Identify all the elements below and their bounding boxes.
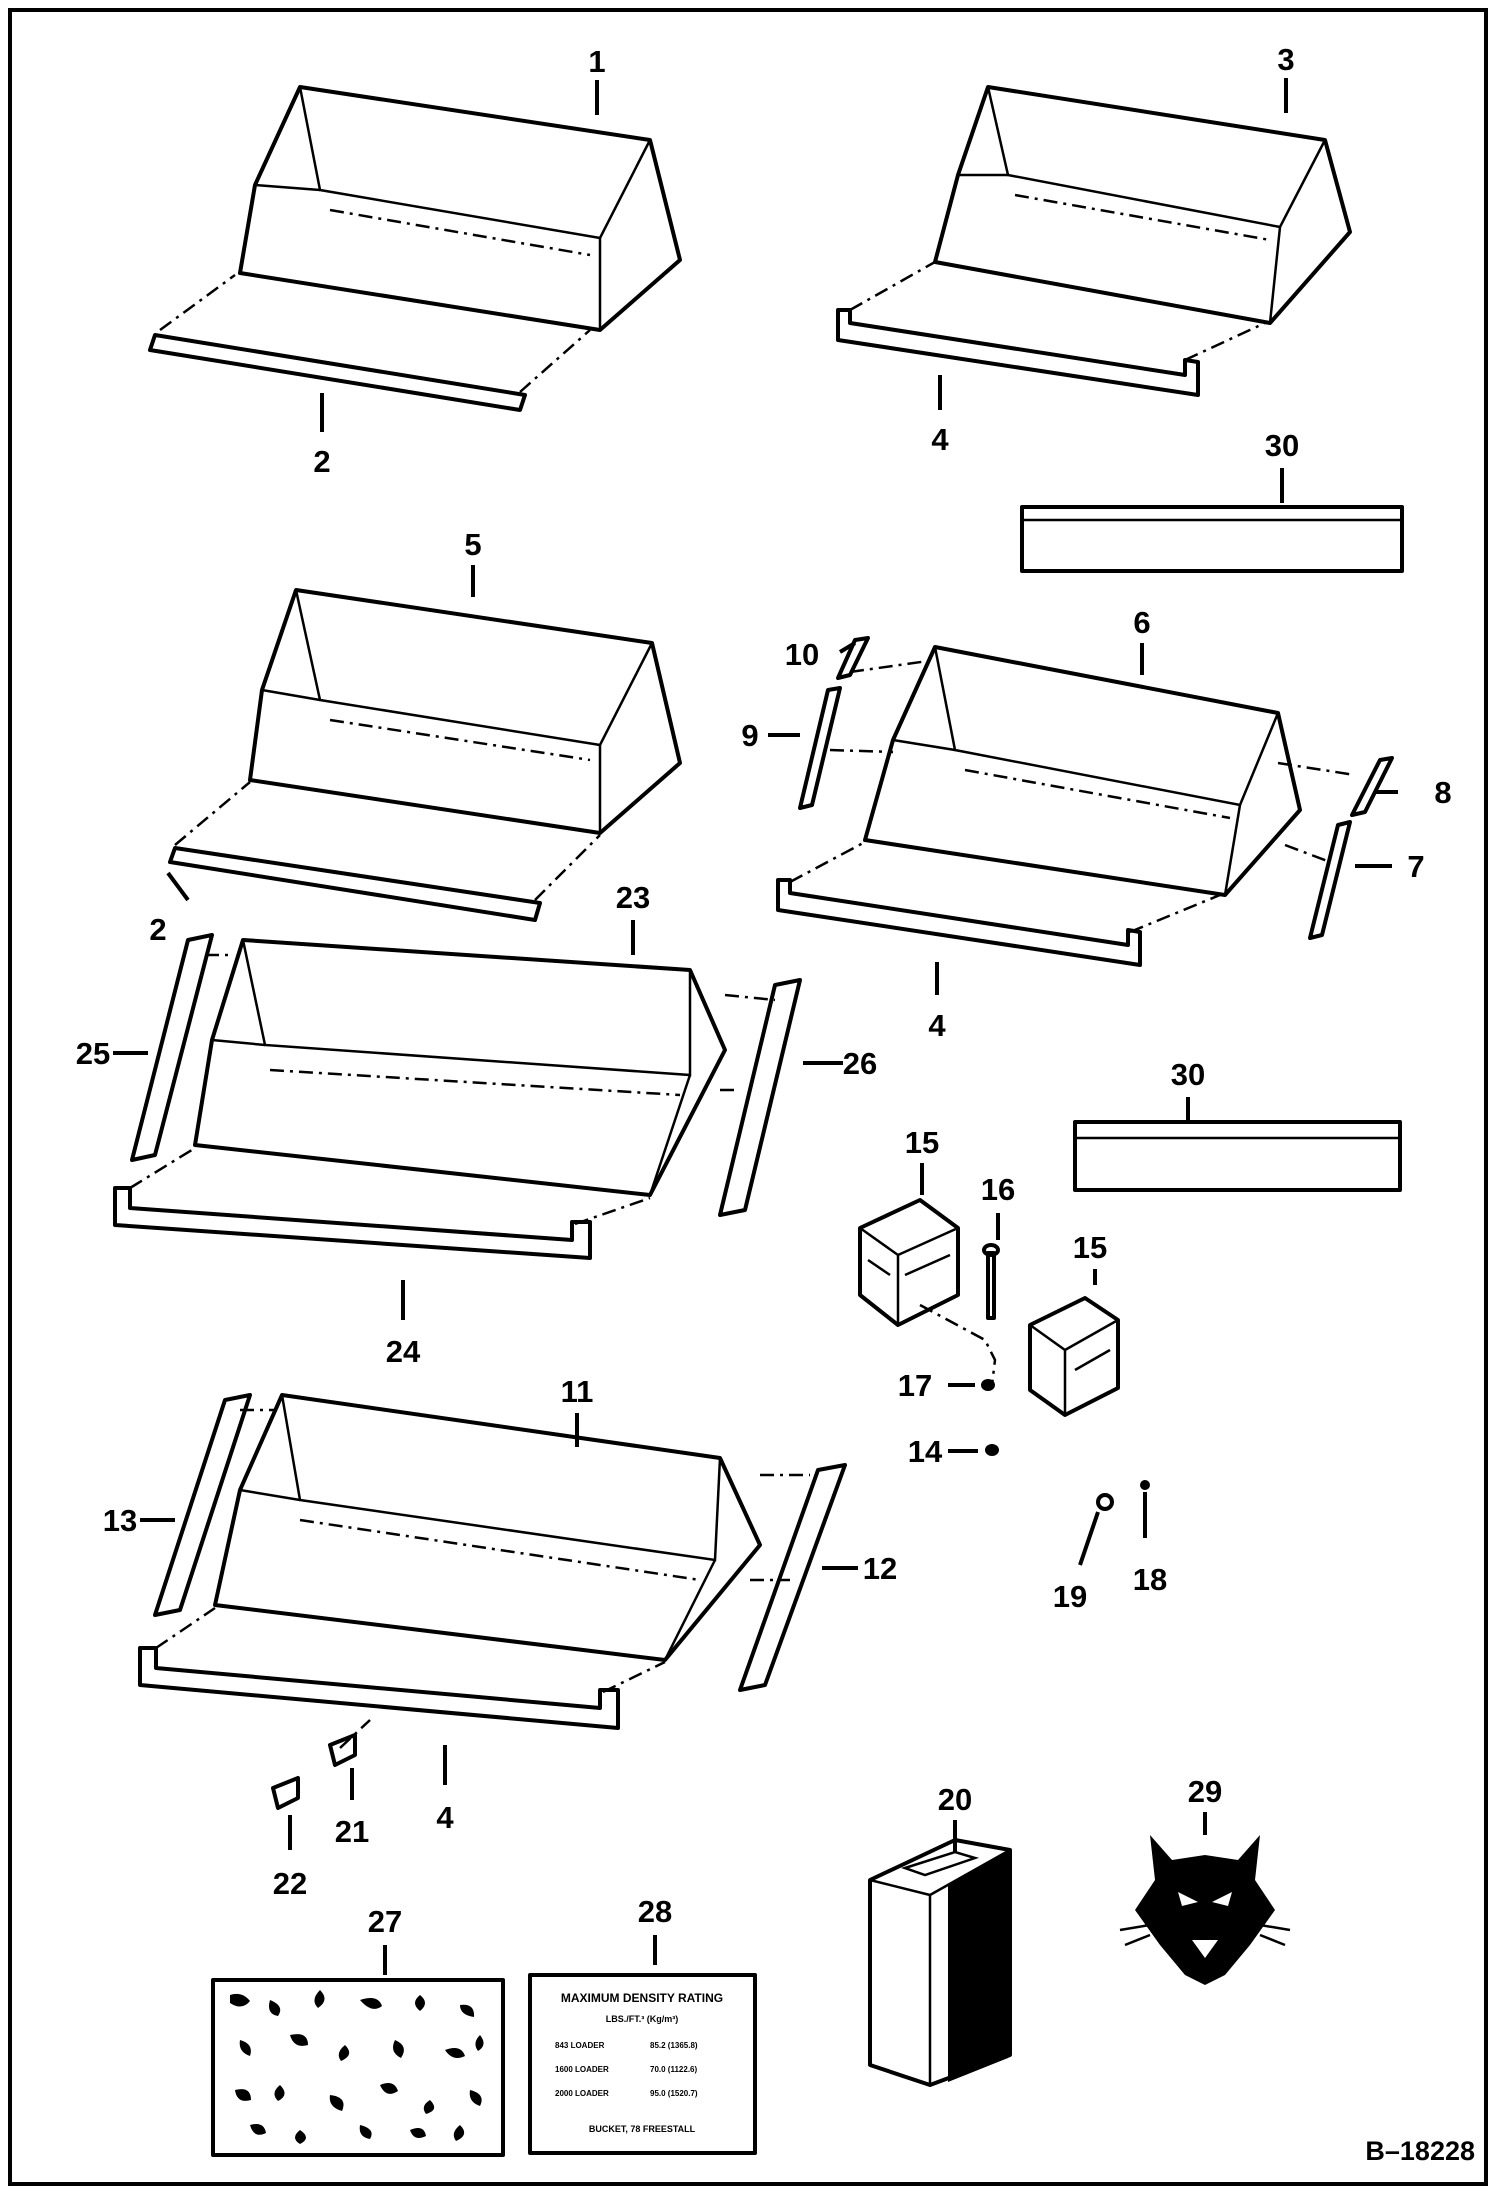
bucket-23: [193, 938, 776, 1197]
callout-24: 24: [386, 1334, 421, 1369]
callout-12: 12: [863, 1551, 897, 1586]
callout-19: 19: [1053, 1579, 1087, 1614]
leader-lines: [113, 78, 1398, 1975]
callout-labels: 1 2 3 4 30 5 2 6 10 9 8 7 4 23 25 26 24 …: [76, 42, 1452, 1939]
callout-4c: 4: [436, 1800, 454, 1835]
callout-25: 25: [76, 1036, 110, 1071]
callout-28: 28: [638, 1894, 672, 1929]
callout-1: 1: [588, 44, 605, 79]
bucket-6: [829, 645, 1356, 897]
side-parts-11: [153, 1393, 847, 1692]
callout-22: 22: [273, 1866, 307, 1901]
callout-2b: 2: [149, 912, 166, 947]
callout-17: 17: [898, 1368, 932, 1403]
decal-row-3-loader: 2000 LOADER: [555, 2089, 609, 2098]
callout-8: 8: [1434, 775, 1451, 810]
cutting-edge-4c: [138, 1606, 666, 1730]
side-parts-6: [798, 636, 1394, 940]
bucket-3: [933, 85, 1352, 325]
decal-row-2-value: 70.0 (1122.6): [650, 2065, 697, 2074]
callout-23: 23: [616, 880, 650, 915]
callout-13: 13: [103, 1503, 137, 1538]
callout-16: 16: [981, 1172, 1015, 1207]
callout-18: 18: [1133, 1562, 1167, 1597]
callout-15a: 15: [905, 1125, 939, 1160]
callout-26: 26: [843, 1046, 877, 1081]
callout-4a: 4: [931, 422, 949, 457]
part-28-decal: MAXIMUM DENSITY RATING LBS./FT.³ (Kg/m³)…: [528, 1973, 757, 2155]
decal-row-3-value: 95.0 (1520.7): [650, 2089, 698, 2098]
callout-3: 3: [1277, 42, 1294, 77]
bucket-11: [213, 1393, 810, 1662]
part-30-middle: [1073, 1120, 1402, 1192]
decal-units: LBS./FT.³ (Kg/m³): [606, 2014, 679, 2024]
bobcat-head-logo-icon: [1119, 1835, 1291, 1985]
decal-row-2-loader: 1600 LOADER: [555, 2065, 609, 2074]
callout-7: 7: [1407, 849, 1424, 884]
decal-title: MAXIMUM DENSITY RATING: [561, 1991, 723, 2005]
callout-29: 29: [1188, 1774, 1222, 1809]
part-20-box: [868, 1838, 1012, 2087]
teeth-21-22: [271, 1719, 371, 1810]
callout-20: 20: [938, 1782, 972, 1817]
callout-14: 14: [908, 1434, 943, 1469]
callout-11: 11: [561, 1374, 594, 1409]
decal-row-1-value: 85.2 (1365.8): [650, 2041, 698, 2050]
bucket-5: [248, 588, 682, 835]
callout-4b: 4: [928, 1008, 946, 1043]
bracket-15b: [1028, 1296, 1120, 1417]
drawing-id: B–18228: [1365, 2136, 1475, 2166]
decal-row-1-loader: 843 LOADER: [555, 2041, 605, 2050]
cutting-edge-4a: [836, 260, 1266, 397]
side-parts-23: [130, 933, 802, 1217]
callout-27: 27: [368, 1904, 402, 1939]
callout-30b: 30: [1171, 1057, 1205, 1092]
callout-30a: 30: [1265, 428, 1299, 463]
callout-9: 9: [741, 718, 758, 753]
hardware-16-19: [919, 1243, 1150, 1511]
callout-6: 6: [1133, 605, 1150, 640]
cutting-edge-24: [113, 1146, 651, 1260]
bucket-1: [238, 85, 682, 332]
callout-10: 10: [785, 637, 819, 672]
callout-21: 21: [335, 1814, 369, 1849]
callout-2a: 2: [313, 444, 330, 479]
part-27-panel: [211, 1978, 505, 2157]
callout-5: 5: [464, 527, 481, 562]
cutting-edge-2a: [148, 273, 591, 412]
part-30-top: [1020, 505, 1404, 573]
cutting-edge-4b: [776, 840, 1221, 967]
decal-footer: BUCKET, 78 FREESTALL: [589, 2124, 696, 2134]
cutting-edge-2b: [168, 781, 601, 922]
bracket-15a: [858, 1198, 960, 1327]
callout-15b: 15: [1073, 1230, 1107, 1265]
